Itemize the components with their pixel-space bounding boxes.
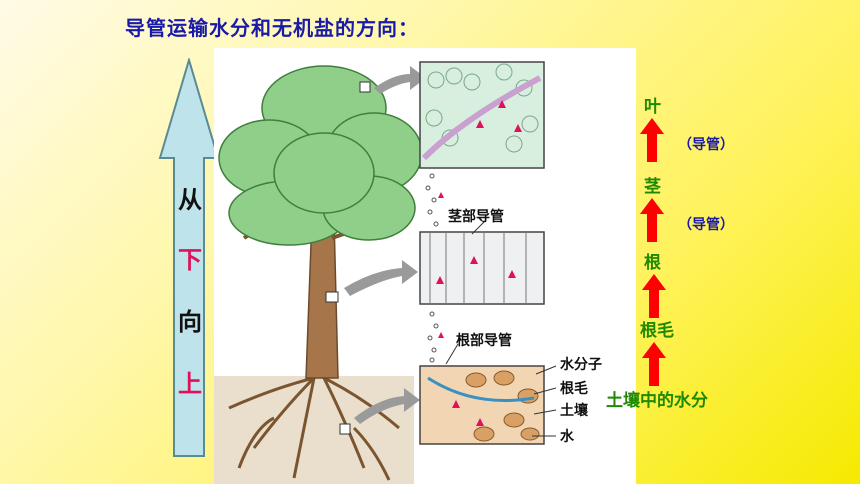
- red-up-arrow-icon: [642, 342, 666, 386]
- direction-char-down: 下: [178, 246, 202, 274]
- red-up-arrow-icon: [642, 274, 666, 318]
- flow-leaf: 叶: [644, 97, 661, 117]
- tree-canopy-icon: [218, 65, 423, 246]
- flow-soil-water: 土壤中的水分: [606, 391, 708, 411]
- direction-char-up: 上: [178, 370, 202, 398]
- label-stem-vessel: 茎部导管: [448, 209, 504, 225]
- flow-note-vessel-2: （导管）: [678, 217, 734, 233]
- roots-icon: [228, 376, 400, 481]
- label-water-molecule: 水分子: [560, 357, 602, 373]
- page-title: 导管运输水分和无机盐的方向：: [125, 16, 419, 40]
- label-root-vessel: 根部导管: [456, 333, 512, 349]
- tree-vessel-illustration: 茎部导管 根部导管 水分子 根毛 土壤 水: [214, 48, 636, 484]
- red-up-arrow-icon: [640, 118, 664, 162]
- tree-illustration-svg: [214, 61, 557, 484]
- direction-char-to: 向: [178, 308, 202, 336]
- direction-char-from: 从: [178, 186, 202, 214]
- label-water: 水: [560, 429, 574, 445]
- flow-note-vessel-1: （导管）: [678, 137, 734, 153]
- flow-stem: 茎: [644, 177, 661, 197]
- flow-root: 根: [644, 253, 661, 273]
- flow-root-hair: 根毛: [640, 321, 674, 341]
- label-soil: 土壤: [560, 403, 588, 419]
- red-up-arrow-icon: [640, 198, 664, 242]
- label-root-hair: 根毛: [560, 381, 588, 397]
